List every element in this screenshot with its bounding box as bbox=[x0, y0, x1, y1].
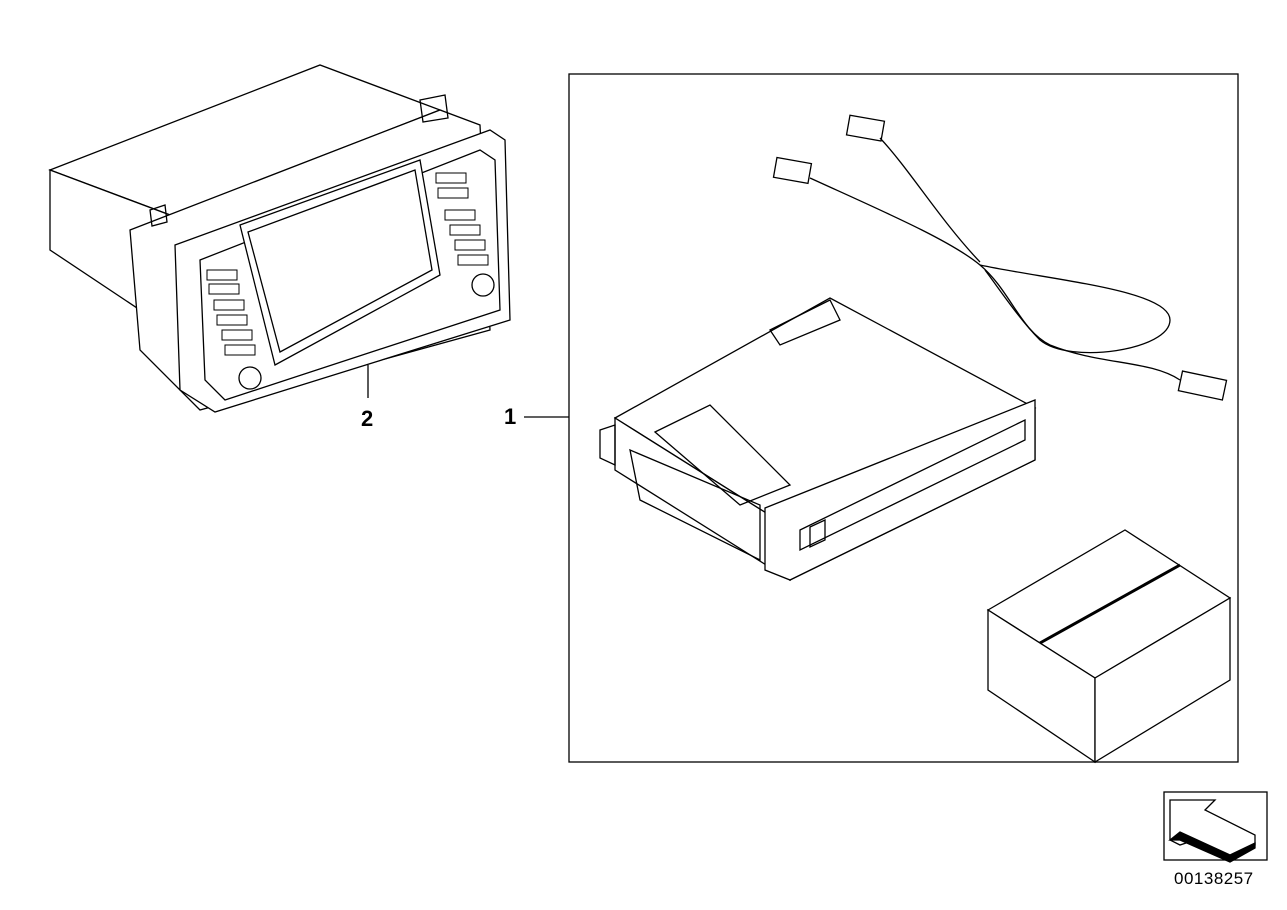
bmw-orientation-arrow-icon bbox=[1163, 791, 1268, 863]
navigation-radio-unit bbox=[48, 64, 511, 413]
cable-harness bbox=[772, 114, 1228, 401]
kit-frame bbox=[568, 73, 1239, 763]
small-box-package bbox=[986, 529, 1232, 764]
cd-changer-unit bbox=[599, 297, 1037, 582]
part-label-2: 2 bbox=[361, 406, 374, 431]
diagram-number: 00138257 bbox=[1174, 869, 1254, 888]
part-label-1: 1 bbox=[504, 404, 517, 429]
